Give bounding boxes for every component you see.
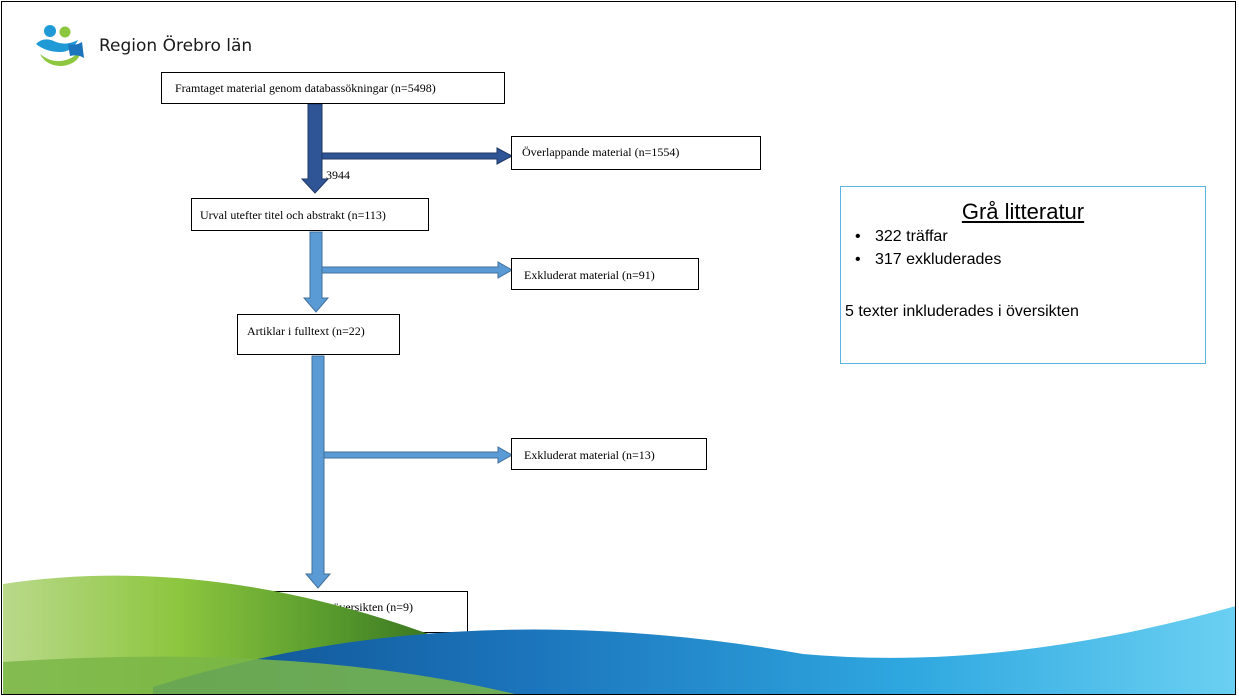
grey-literature-title: Grå litteratur: [961, 199, 1085, 224]
decorative-wave: [3, 575, 1235, 694]
grey-literature-summary: 5 texter inkluderades i översikten: [845, 303, 1079, 320]
bullet-dot-icon: •: [855, 251, 861, 268]
arrow-search-to-screening: [300, 103, 330, 194]
bullet-text: 317 exkluderades: [875, 251, 1002, 268]
grey-literature-panel: Grå litteratur • 322 träffar • 317 exklu…: [840, 186, 1206, 364]
box-database-search: Framtaget material genom databassökninga…: [161, 72, 505, 104]
region-orebro-logo-icon: [36, 25, 84, 66]
box-fulltext-label: Artiklar i fulltext (n=22): [247, 324, 365, 338]
bullet-text: 322 träffar: [875, 228, 948, 245]
box-excluded-1-label: Exkluderat material (n=91): [524, 268, 655, 282]
box-excluded-1: Exkluderat material (n=91): [511, 258, 699, 290]
box-excluded-2: Exkluderat material (n=13): [511, 438, 707, 470]
brand-name: Region Örebro län: [99, 36, 253, 56]
box-fulltext: Artiklar i fulltext (n=22): [237, 314, 400, 355]
arrow-to-overlap: [321, 147, 514, 165]
count-after-overlap: 3944: [326, 168, 350, 182]
box-screening: Urval utefter titel och abstrakt (n=113): [191, 198, 429, 231]
box-screening-label: Urval utefter titel och abstrakt (n=113): [200, 208, 386, 222]
arrow-screening-to-fulltext: [302, 231, 330, 313]
box-database-search-label: Framtaget material genom databassökninga…: [175, 81, 436, 95]
box-overlap: Överlappande material (n=1554): [511, 136, 761, 170]
arrow-to-excluded-2: [323, 446, 514, 464]
bullet-dot-icon: •: [855, 228, 861, 245]
arrow-fulltext-to-included: [304, 355, 332, 589]
arrow-to-excluded-1: [321, 261, 514, 279]
box-excluded-2-label: Exkluderat material (n=13): [524, 448, 655, 462]
box-overlap-label: Överlappande material (n=1554): [522, 145, 680, 159]
